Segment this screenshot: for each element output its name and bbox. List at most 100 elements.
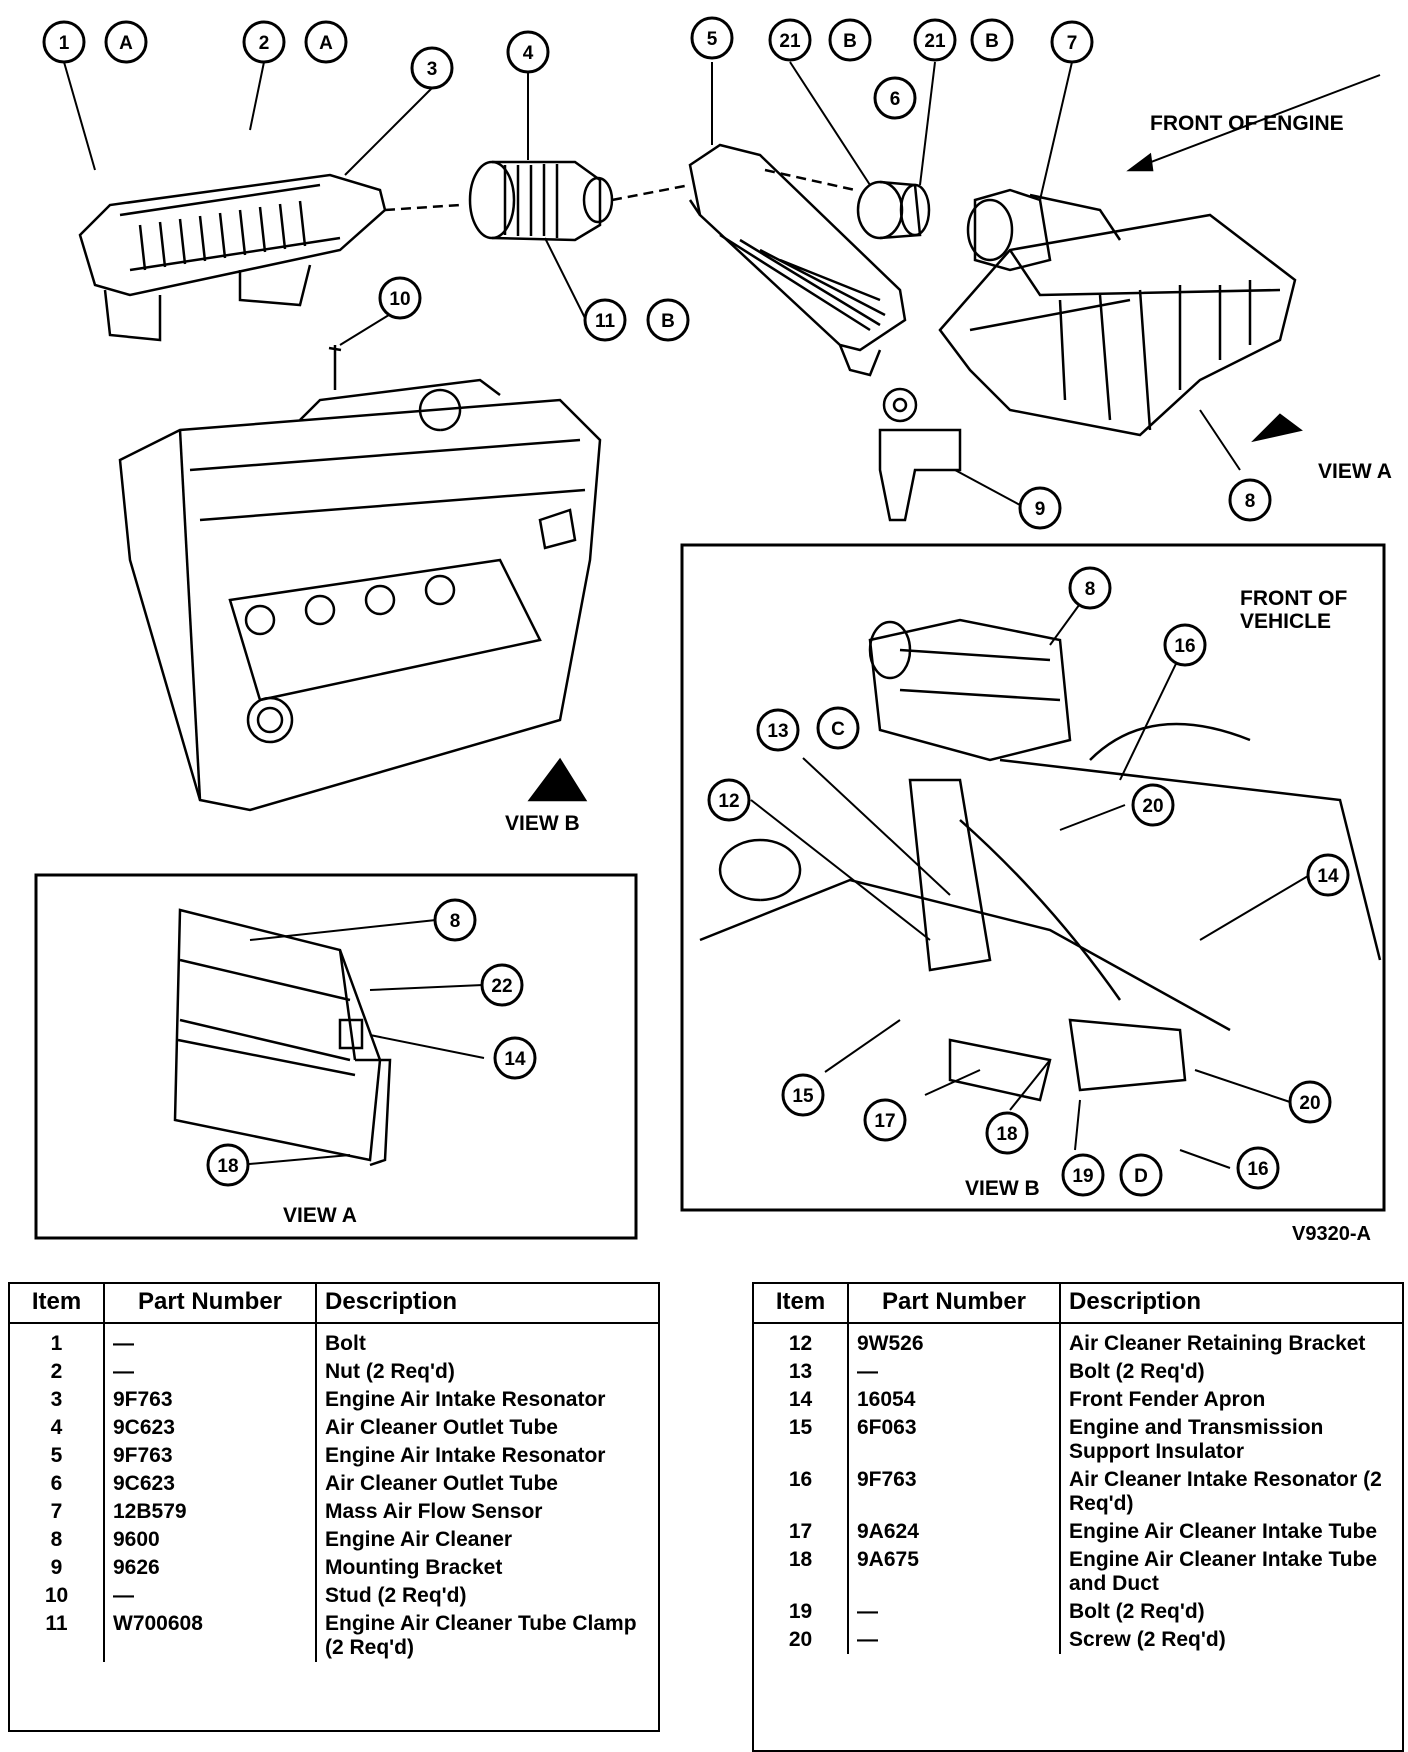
- part-number-cell: —: [104, 1358, 317, 1386]
- description-cell: Bolt (2 Req'd): [1069, 1600, 1205, 1623]
- callout-16-lower: 16: [1247, 1159, 1268, 1180]
- part-number-cell: W700608: [104, 1610, 317, 1662]
- callout-circles: [42, 16, 1350, 1197]
- view-b-caption: VIEW B: [965, 1177, 1040, 1200]
- table-header-row: Item Part Number Description: [10, 1284, 658, 1324]
- item-cell: 13: [754, 1358, 849, 1386]
- description-cell: Front Fender Apron: [1069, 1388, 1266, 1411]
- item-cell: 4: [10, 1414, 105, 1442]
- part-number-cell: 12B579: [104, 1498, 317, 1526]
- item-cell: 17: [754, 1518, 849, 1546]
- view-a-caption: VIEW A: [283, 1204, 357, 1227]
- item-cell: 1: [10, 1323, 105, 1358]
- description-cell: Air Cleaner Outlet Tube: [325, 1472, 558, 1495]
- table-row: 20—Screw (2 Req'd): [754, 1626, 1402, 1654]
- callout-21-right: 21: [924, 31, 946, 52]
- description-cell: Bolt (2 Req'd): [1069, 1360, 1205, 1383]
- callout-3: 3: [427, 59, 438, 80]
- description-cell: Air Cleaner Outlet Tube: [325, 1416, 558, 1439]
- callout-21-left-note-b: B: [843, 31, 857, 52]
- description-cell: Engine Air Cleaner Intake Tube: [1069, 1520, 1378, 1543]
- part-number-cell: 6F063: [848, 1414, 1061, 1466]
- view-a-pointer-label: VIEW A: [1318, 460, 1392, 483]
- callout-1-note-a: A: [119, 33, 133, 54]
- callout-4: 4: [523, 43, 534, 64]
- part-number-cell: 9F763: [104, 1386, 317, 1414]
- description-cell: Nut (2 Req'd): [325, 1360, 455, 1383]
- description-cell: Air Cleaner Retaining Bracket: [1069, 1332, 1366, 1355]
- front-of-engine-label: FRONT OF ENGINE: [1150, 112, 1344, 135]
- resonator-3: [78, 173, 461, 342]
- item-cell: 14: [754, 1386, 849, 1414]
- callout-8-view-b: 8: [1085, 579, 1096, 600]
- callout-13: 13: [767, 721, 788, 742]
- part-number-cell: 16054: [848, 1386, 1061, 1414]
- item-cell: 9: [10, 1554, 105, 1582]
- item-cell: 7: [10, 1498, 105, 1526]
- callout-10: 10: [389, 289, 410, 310]
- callout-14-view-b: 14: [1317, 866, 1339, 887]
- description-cell: Bolt: [325, 1332, 366, 1355]
- callout-19-note-d: D: [1134, 1166, 1148, 1187]
- item-cell: 11: [10, 1610, 105, 1662]
- callout-5: 5: [707, 29, 718, 50]
- table-header-row: Item Part Number Description: [754, 1284, 1402, 1324]
- col-header-item: Item: [754, 1284, 849, 1324]
- callout-19: 19: [1072, 1166, 1093, 1187]
- mounting-bracket-9: [878, 387, 962, 522]
- description-cell: Air Cleaner Intake Resonator (2 Req'd): [1069, 1468, 1382, 1515]
- view-a-frame: [34, 873, 638, 1240]
- callout-6: 6: [890, 89, 901, 110]
- part-number-cell: 9A624: [848, 1518, 1061, 1546]
- item-cell: 12: [754, 1323, 849, 1358]
- exploded-parts-diagram: 1 A 2 A 3 4 5 21 B 21 B 7 6 10 11 B 9 8 …: [34, 16, 1392, 1240]
- part-number-cell: 9F763: [848, 1466, 1061, 1518]
- item-cell: 3: [10, 1386, 105, 1414]
- description-cell: Engine Air Cleaner Tube Clamp (2 Req'd): [325, 1612, 637, 1659]
- col-header-description: Description: [316, 1284, 658, 1324]
- callout-18-view-a: 18: [217, 1156, 238, 1177]
- description-cell: Engine Air Intake Resonator: [325, 1444, 606, 1467]
- description-cell: Stud (2 Req'd): [325, 1584, 467, 1607]
- callout-14-view-a: 14: [504, 1049, 526, 1070]
- col-header-item: Item: [10, 1284, 105, 1324]
- callout-21-right-note-b: B: [985, 31, 999, 52]
- col-header-part-number: Part Number: [848, 1284, 1061, 1324]
- part-number-cell: 9F763: [104, 1442, 317, 1470]
- callout-1: 1: [59, 33, 70, 54]
- description-cell: Mass Air Flow Sensor: [325, 1500, 543, 1523]
- part-number-cell: 9626: [104, 1554, 317, 1582]
- callout-15: 15: [792, 1086, 814, 1107]
- figure-id: V9320-A: [1292, 1223, 1371, 1240]
- callout-8-view-a: 8: [450, 911, 461, 932]
- part-number-cell: —: [848, 1358, 1061, 1386]
- table-row: 10—Stud (2 Req'd): [10, 1582, 658, 1610]
- callout-2-note-a: A: [319, 33, 333, 54]
- view-b-pointer-label: VIEW B: [505, 812, 580, 835]
- col-header-description: Description: [1060, 1284, 1402, 1324]
- callout-17: 17: [874, 1111, 895, 1132]
- front-of-vehicle-label-line1: FRONT OF: [1240, 587, 1347, 610]
- part-number-cell: 9C623: [104, 1414, 317, 1442]
- callout-11: 11: [595, 311, 616, 332]
- item-cell: 15: [754, 1414, 849, 1466]
- outlet-tube-6: [856, 180, 931, 240]
- callout-16-view-b: 16: [1174, 636, 1195, 657]
- item-cell: 6: [10, 1470, 105, 1498]
- item-cell: 10: [10, 1582, 105, 1610]
- callout-18-view-b: 18: [996, 1124, 1017, 1145]
- part-number-cell: 9C623: [104, 1470, 317, 1498]
